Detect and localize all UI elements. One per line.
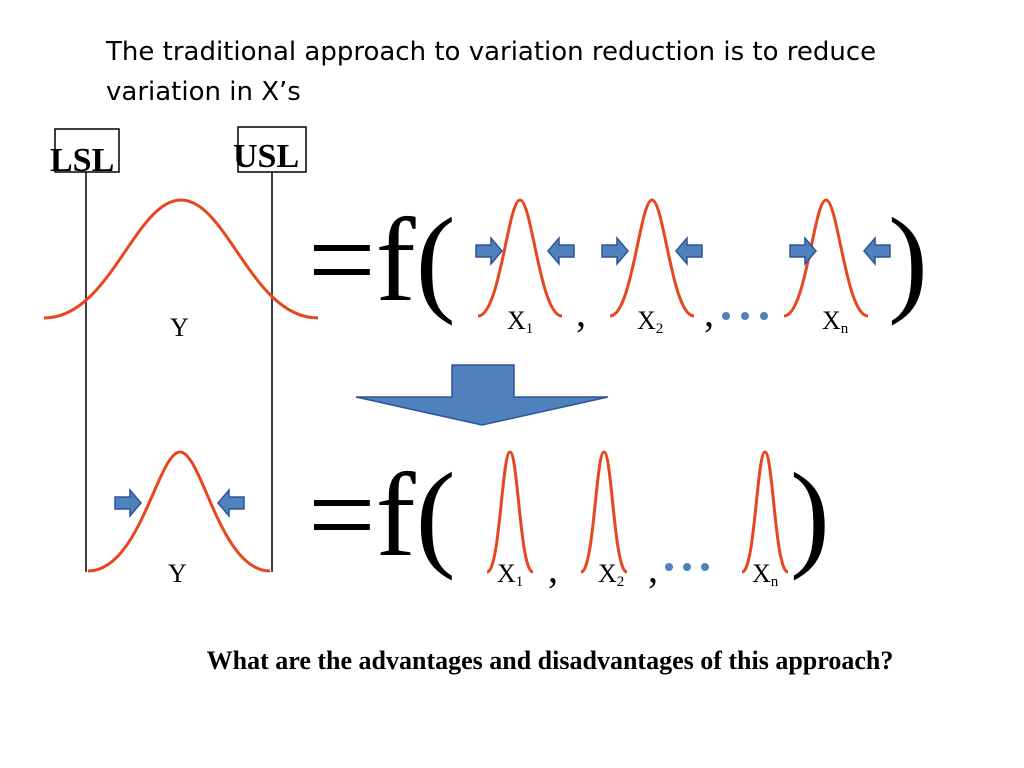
x1-right-arrow-icon [475,237,503,265]
slide-title: The traditional approach to variation re… [106,37,877,107]
y-label-top: Y [170,313,189,342]
x1-distribution-top [477,198,563,318]
question-text: What are the advantages and disadvantage… [206,646,894,675]
function-prefix-top: =f( [308,193,456,326]
squeeze-right-arrow-icon [114,489,142,517]
ellipsis-dot [760,312,768,320]
comma-1-bottom: , [548,546,558,591]
comma-2-bottom: , [648,546,658,591]
x2-label-bottom: X2 [598,559,625,590]
lsl-label: LSL [50,142,115,179]
comma-2-top: , [704,290,714,335]
ellipsis-dot [701,563,709,571]
x1-left-arrow-icon [547,237,575,265]
lsl-box [54,128,120,173]
comma-1-top: , [576,290,586,335]
x2-right-arrow-icon [601,237,629,265]
x1-distribution-narrow [485,450,535,574]
x2-label-top: X2 [637,306,664,337]
down-arrow-icon [355,364,609,426]
function-prefix-bottom: =f( [308,448,456,581]
ellipsis-dot [722,312,730,320]
xn-distribution-narrow [740,450,790,574]
xn-label-bottom: Xn [752,559,779,590]
ellipsis-dot [665,563,673,571]
usl-label: USL [233,138,300,175]
function-suffix-top: ) [888,193,928,326]
xn-distribution-top [783,198,869,318]
y-distribution-narrow [87,450,271,573]
x1-label-bottom: X1 [497,559,524,590]
x2-distribution-narrow [579,450,629,574]
y-distribution-wide [43,198,319,320]
function-suffix-bottom: ) [790,448,830,581]
x2-left-arrow-icon [675,237,703,265]
x2-distribution-top [609,198,695,318]
usl-box [237,126,307,173]
squeeze-left-arrow-icon [217,489,245,517]
xn-left-arrow-icon [863,237,891,265]
y-label-bottom: Y [168,559,187,588]
xn-label-top: Xn [822,306,849,337]
ellipsis-dot [683,563,691,571]
x1-label-top: X1 [507,306,534,337]
ellipsis-dot [741,312,749,320]
